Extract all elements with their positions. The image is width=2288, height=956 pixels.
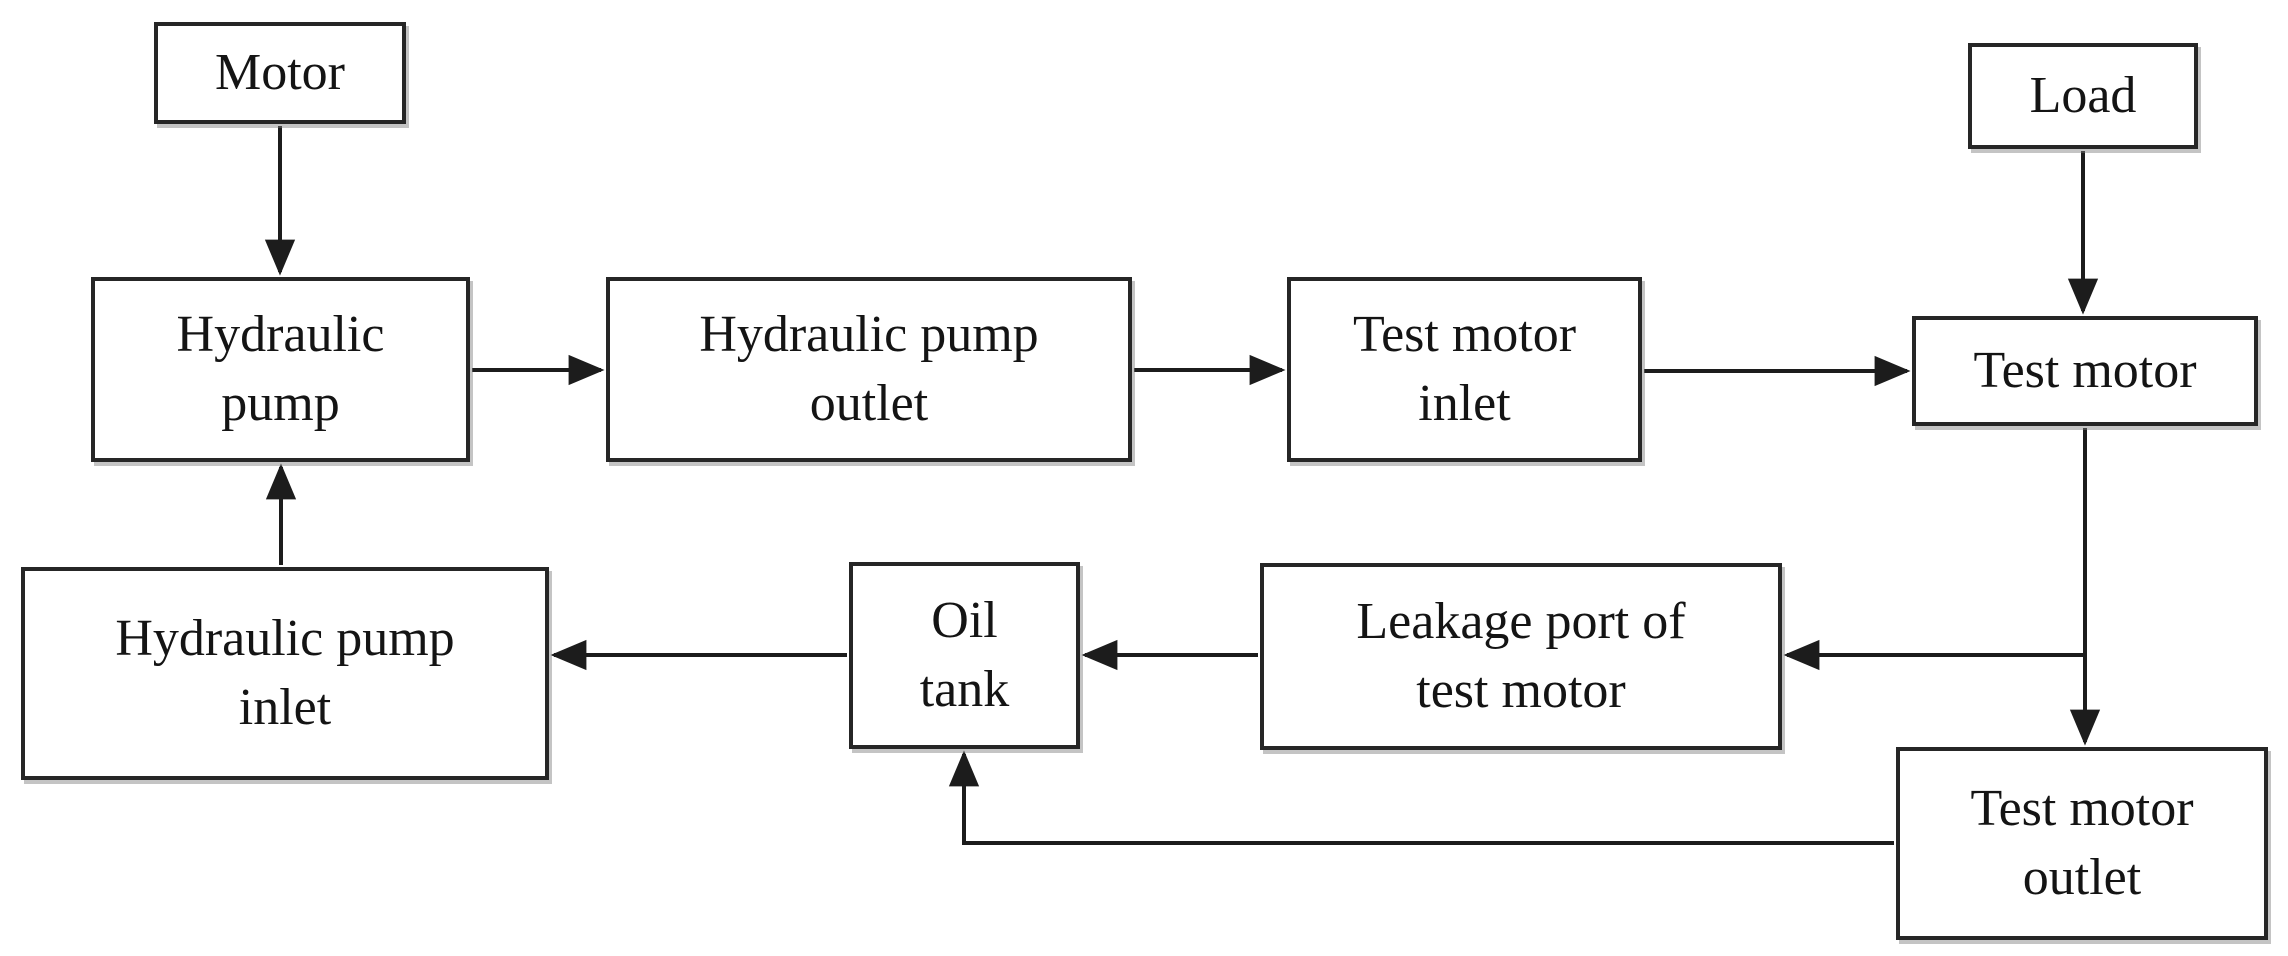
node-oil-tank-label: Oil (931, 591, 998, 649)
node-hydraulic-pump-inlet: Hydraulic pump inlet (21, 567, 549, 780)
node-motor-label: Motor (215, 43, 345, 101)
node-hydraulic-pump-inlet-label: Hydraulic pump (115, 609, 455, 667)
node-hydraulic-pump-label: Hydraulic (176, 305, 385, 363)
node-hydraulic-pump-label: pump (221, 374, 340, 432)
node-hydraulic-pump-outlet-label: Hydraulic pump (699, 305, 1039, 363)
node-test-motor-outlet-label: Test motor (1970, 779, 2194, 837)
edges (264, 126, 2101, 845)
node-leakage-port-label: test motor (1416, 661, 1626, 719)
node-hydraulic-pump-outlet-label: outlet (809, 374, 929, 432)
node-test-motor-inlet: Test motor inlet (1287, 277, 1642, 462)
node-test-motor: Test motor (1912, 316, 2258, 426)
node-motor: Motor (154, 22, 406, 124)
node-load: Load (1968, 43, 2198, 149)
node-test-motor-label: Test motor (1973, 341, 2197, 399)
edge-test-motor-outlet-to-oil-tank (948, 750, 1894, 845)
node-oil-tank: Oil tank (849, 562, 1080, 749)
node-test-motor-inlet-label: Test motor (1352, 305, 1577, 363)
node-test-motor-inlet-label: inlet (1418, 374, 1511, 432)
node-hydraulic-pump-outlet: Hydraulic pump outlet (606, 277, 1132, 462)
node-load-label: Load (2029, 66, 2137, 124)
node-hydraulic-pump-inlet-label: inlet (238, 678, 332, 736)
node-test-motor-outlet: Test motor outlet (1896, 747, 2268, 940)
node-oil-tank-label: tank (919, 660, 1010, 718)
node-leakage-port-label: Leakage port of (1356, 592, 1686, 650)
node-leakage-port: Leakage port of test motor (1260, 563, 1782, 750)
node-hydraulic-pump: Hydraulic pump (91, 277, 470, 462)
node-test-motor-outlet-label: outlet (2022, 848, 2142, 906)
